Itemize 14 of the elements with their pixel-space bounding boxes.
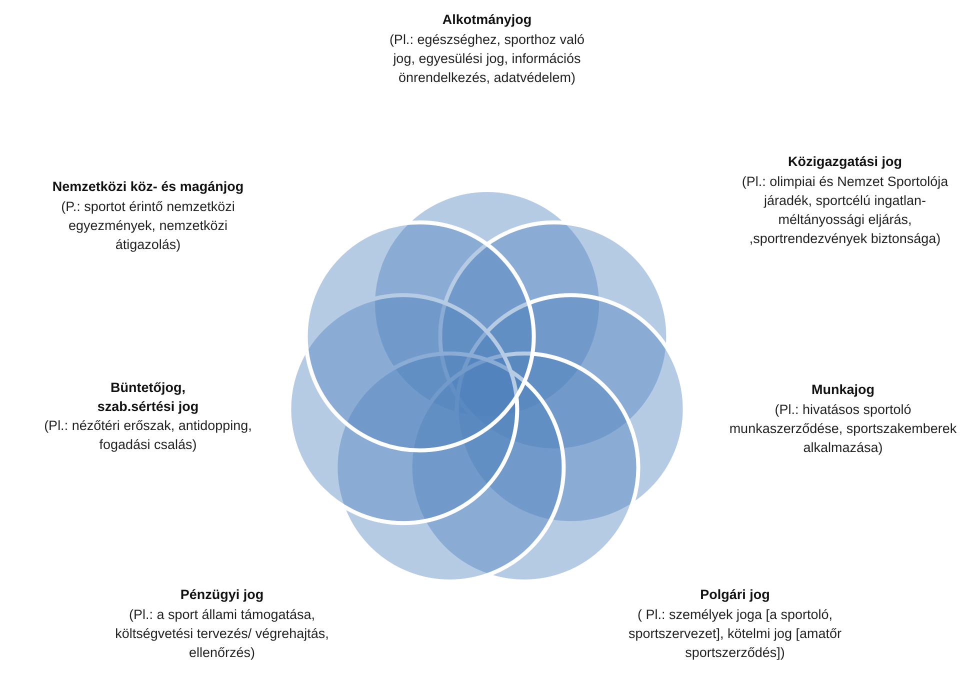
category-heading: Polgári jog — [699, 586, 771, 604]
category-heading: Munkajog — [810, 381, 876, 399]
example-text: (Pl.: olimpiai és Nemzet Sportolója járadék, sportcélú ingatlan- méltányossági eljárás, ,sportrendezvények biztonsága) — [740, 173, 950, 248]
example-text: (Pl.: egészséghez, sporthoz való jog, egyesülési jog, információs önrendelkezés, adatvédelem) — [388, 31, 586, 87]
example-text: (Pl.: nézőtéri erőszak, antidopping, fogadási csalás) — [43, 417, 253, 454]
category-heading: Büntetőjog, szab.sértési jog — [96, 379, 200, 416]
example-text: (Pl.: hivatásos sportoló munkaszerződése, sportszakemberek alkalmazása) — [728, 401, 958, 457]
example-text: (Pl.: a sport állami támogatása, költségvetési tervezés/ végrehajtás, ellenőrzés) — [114, 606, 330, 662]
category-heading: Alkotmányjog — [441, 11, 533, 29]
category-heading: Nemzetközi köz- és magánjog — [51, 178, 245, 196]
category-heading: Pénzügyi jog — [179, 586, 265, 604]
example-text: (P.: sportot érintő nemzetközi egyezmények, nemzetközi átigazolás) — [60, 198, 236, 254]
category-heading: Közigazgatási jog — [786, 153, 903, 171]
example-text: ( Pl.: személyek joga [a sportoló, sportszervezet], kötelmi jog [amatőr sportszerződés]) — [627, 606, 843, 662]
